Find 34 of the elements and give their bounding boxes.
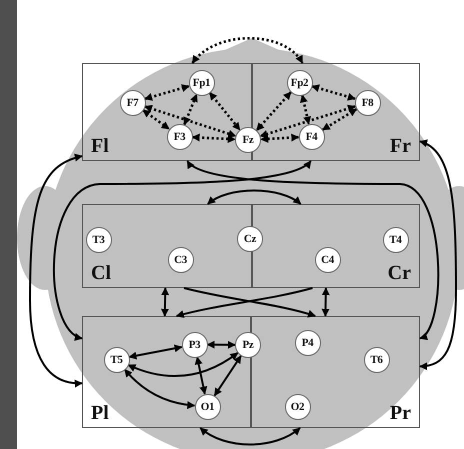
connection-arrow — [124, 368, 196, 409]
connection-arrow — [260, 104, 356, 138]
connection-arrow — [322, 287, 330, 317]
region-label: Cl — [91, 263, 111, 283]
connection-arrow — [322, 108, 358, 131]
region-label: Fr — [390, 136, 411, 156]
connection-arrow — [192, 36, 304, 64]
region-label: Pr — [390, 403, 411, 423]
connection-arrow — [186, 160, 440, 340]
connection-arrow — [419, 140, 457, 370]
region-label: Cr — [388, 263, 411, 283]
connection-arrow — [214, 355, 242, 396]
connection-arrow — [207, 190, 302, 205]
connection-arrow — [200, 427, 301, 446]
connection-arrow — [160, 287, 170, 317]
connection-arrow — [183, 94, 198, 126]
connection-arrow — [128, 344, 182, 360]
connection-arrow — [256, 91, 292, 132]
connection-arrow — [128, 352, 238, 377]
connection-arrow — [300, 94, 312, 125]
connection-arrow — [144, 84, 190, 101]
connection-arrow — [206, 340, 236, 349]
connection-arrow — [144, 104, 236, 138]
region-box — [252, 63, 420, 161]
connection-arrow — [53, 160, 312, 340]
connection-arrow — [142, 109, 170, 130]
connection-arrow — [194, 356, 208, 395]
region-label: Pl — [91, 403, 109, 423]
connection-arrow — [192, 134, 236, 143]
connection-arrow — [260, 134, 300, 143]
connection-arrow — [208, 92, 241, 131]
connection-arrow — [311, 84, 356, 101]
region-label: Fl — [91, 136, 109, 156]
connection-arrow — [29, 154, 83, 388]
